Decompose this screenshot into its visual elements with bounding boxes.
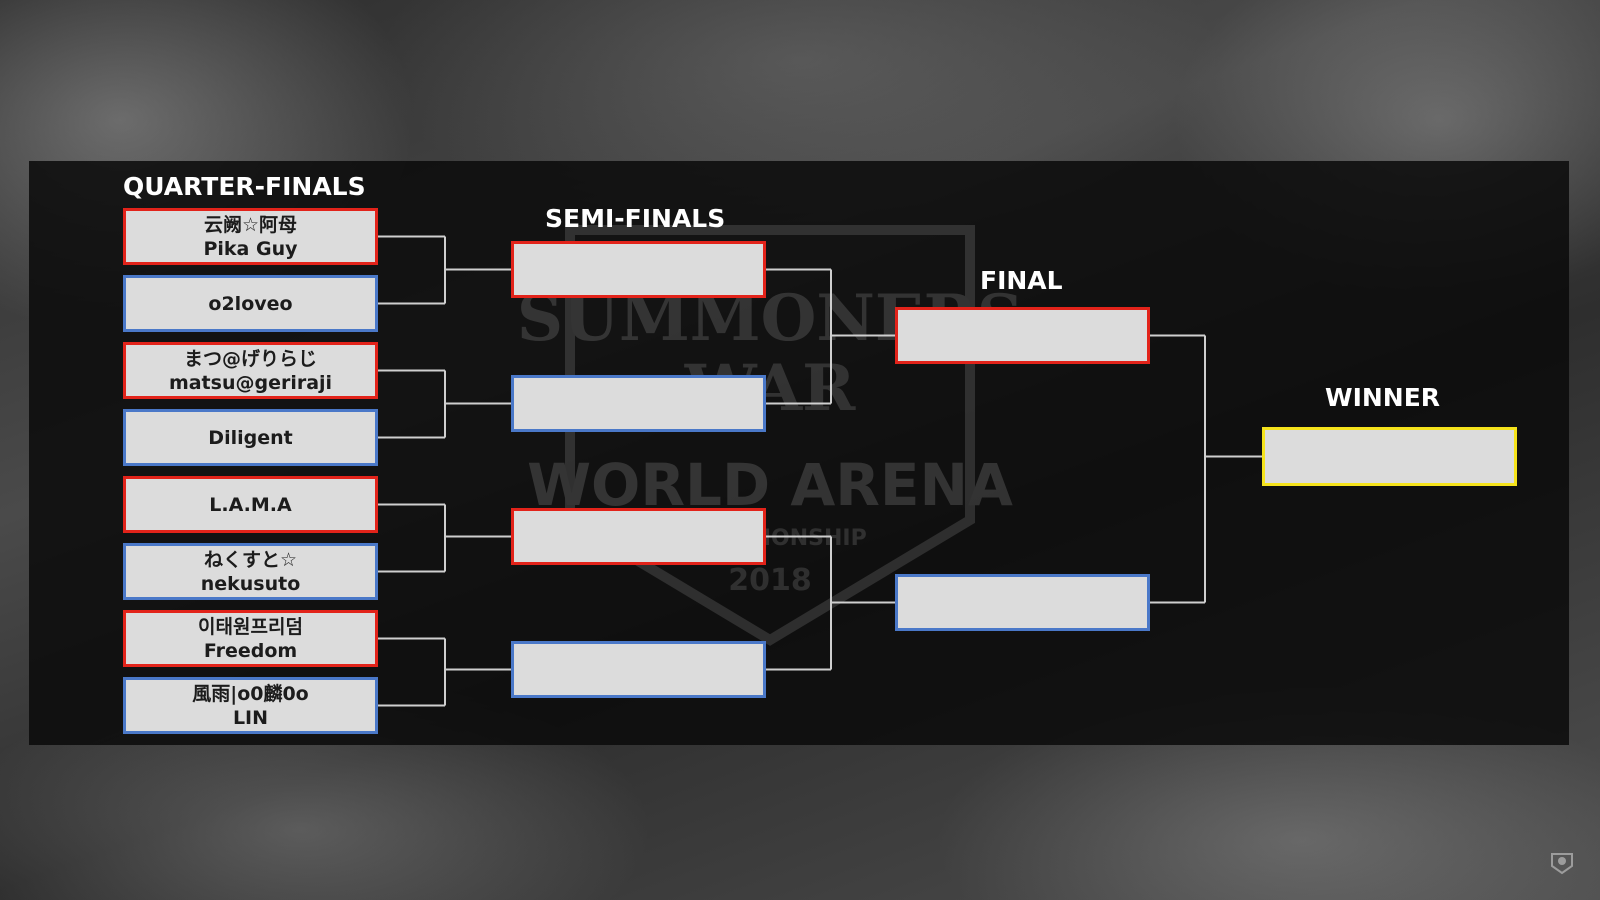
player-name: L.A.M.A (209, 493, 292, 516)
player-name: まつ@げりらじ (183, 347, 317, 370)
final-label: FINAL (980, 266, 1063, 295)
semi-finals-label: SEMI-FINALS (545, 204, 726, 233)
quarter-final-slot: L.A.M.A (123, 476, 378, 533)
player-name-alt: Freedom (203, 639, 298, 662)
winner-slot (1262, 427, 1517, 486)
final-slot (895, 307, 1150, 364)
player-name: o2loveo (208, 292, 293, 315)
quarter-final-slot: ねくすと☆nekusuto (123, 543, 378, 600)
semi-final-slot (511, 241, 766, 298)
player-name: 風雨|o0麟0o (192, 682, 309, 705)
player-name: 이태원프리덤 (198, 615, 303, 638)
semi-final-slot (511, 508, 766, 565)
player-name-alt: matsu@geriraji (168, 371, 333, 394)
quarter-finals-label: QUARTER-FINALS (123, 172, 366, 201)
winner-label: WINNER (1325, 383, 1441, 412)
quarter-final-slot: o2loveo (123, 275, 378, 332)
player-name-alt: Pika Guy (203, 237, 298, 260)
player-name: ねくすと☆ (203, 548, 298, 571)
player-name: Diligent (208, 426, 293, 449)
final-slot (895, 574, 1150, 631)
emblem-text-year: 2018 (728, 563, 812, 598)
emblem-text-world-arena: WORLD ARENA (527, 451, 1013, 519)
quarter-final-slot: Diligent (123, 409, 378, 466)
player-name: 云阙☆阿母 (203, 213, 298, 236)
player-name-alt: LIN (232, 706, 269, 729)
semi-final-slot (511, 641, 766, 698)
player-name-alt: nekusuto (200, 572, 301, 595)
channel-watermark-icon (1551, 853, 1573, 875)
semi-final-slot (511, 375, 766, 432)
